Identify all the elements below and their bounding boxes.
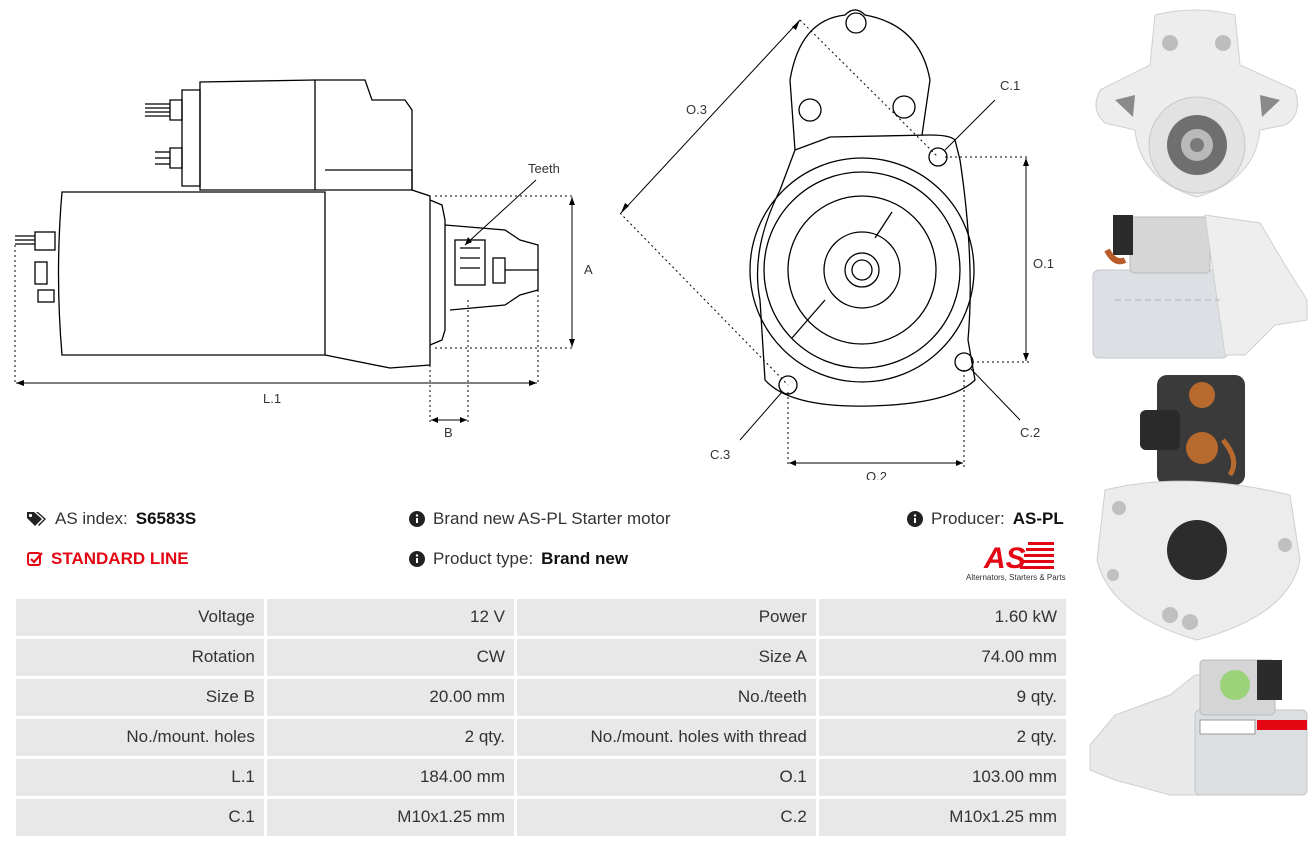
dim-l1-label: L.1 (263, 391, 281, 406)
spec-label: Size B (16, 679, 264, 716)
side-view-drawing: Teeth A B L.1 (14, 79, 593, 440)
spec-value: M10x1.25 mm (266, 799, 514, 836)
spec-value: 74.00 mm (818, 639, 1066, 676)
standard-line-label: STANDARD LINE (51, 549, 189, 568)
producer-value: AS-PL (1012, 509, 1064, 528)
check-square-icon (27, 552, 43, 566)
spec-value: 20.00 mm (266, 679, 514, 716)
table-row: Rotation CW Size A 74.00 mm (16, 639, 1066, 676)
info-circle-icon (409, 511, 425, 527)
product-photo-label[interactable] (1085, 655, 1311, 805)
dim-c2-label: C.2 (1020, 425, 1040, 440)
producer: Producer: AS-PL (907, 509, 1064, 529)
spec-label: Voltage (16, 599, 264, 636)
dim-c1-label: C.1 (1000, 78, 1020, 93)
spec-label: No./mount. holes (16, 719, 264, 756)
brand-info: Brand new AS-PL Starter motor (409, 509, 670, 529)
svg-text:AS: AS (983, 542, 1026, 575)
spec-value: 2 qty. (266, 719, 514, 756)
spec-label: L.1 (16, 759, 264, 796)
dim-o2-label: O.2 (866, 469, 887, 480)
product-type-value: Brand new (541, 549, 629, 568)
product-photo-rear[interactable] (1085, 370, 1311, 650)
table-row: Voltage 12 V Power 1.60 kW (16, 599, 1066, 636)
dim-a-label: A (584, 262, 593, 277)
spec-value: 2 qty. (818, 719, 1066, 756)
spec-value: 184.00 mm (266, 759, 514, 796)
info-circle-icon (907, 511, 923, 527)
spec-value: 9 qty. (818, 679, 1066, 716)
spec-label: O.1 (516, 759, 816, 796)
product-type: Product type: Brand new (409, 549, 628, 569)
spec-label: C.1 (16, 799, 264, 836)
logo-tagline: Alternators, Starters & Parts (966, 573, 1066, 582)
as-pl-logo[interactable]: AS Alternators, Starters & Parts (962, 538, 1068, 584)
spec-label: No./teeth (516, 679, 816, 716)
spec-table: Voltage 12 V Power 1.60 kW Rotation CW S… (13, 596, 1069, 839)
spec-label: Rotation (16, 639, 264, 676)
standard-line: STANDARD LINE (27, 549, 189, 569)
spec-label: C.2 (516, 799, 816, 836)
as-index-label: AS index: (55, 509, 128, 528)
spec-value: 1.60 kW (818, 599, 1066, 636)
tags-icon (27, 512, 46, 526)
spec-value: 103.00 mm (818, 759, 1066, 796)
spec-value: CW (266, 639, 514, 676)
product-photo-front[interactable] (1085, 5, 1311, 200)
teeth-label: Teeth (528, 161, 560, 176)
info-circle-icon (409, 551, 425, 567)
table-row: Size B 20.00 mm No./teeth 9 qty. (16, 679, 1066, 716)
spec-value: 12 V (266, 599, 514, 636)
dim-o1-label: O.1 (1033, 256, 1054, 271)
table-row: L.1 184.00 mm O.1 103.00 mm (16, 759, 1066, 796)
producer-label: Producer: (931, 509, 1005, 528)
spec-label: Power (516, 599, 816, 636)
spec-label: Size A (516, 639, 816, 676)
dim-b-label: B (444, 425, 453, 440)
table-row: C.1 M10x1.25 mm C.2 M10x1.25 mm (16, 799, 1066, 836)
product-type-label: Product type: (433, 549, 534, 568)
product-photo-side[interactable] (1085, 205, 1311, 365)
spec-value: M10x1.25 mm (818, 799, 1066, 836)
logo-mark-icon: AS Alternators, Starters & Parts (966, 542, 1066, 582)
dim-o3-label: O.3 (686, 102, 707, 117)
spec-label: No./mount. holes with thread (516, 719, 816, 756)
as-index-value: S6583S (135, 509, 197, 528)
brand-text: Brand new AS-PL Starter motor (433, 509, 671, 528)
table-row: No./mount. holes 2 qty. No./mount. holes… (16, 719, 1066, 756)
as-index: AS index: S6583S (27, 509, 196, 529)
dim-c3-label: C.3 (710, 447, 730, 462)
front-view-drawing: O.3 C.1 O.1 C.2 C.3 O.2 (619, 9, 1054, 480)
